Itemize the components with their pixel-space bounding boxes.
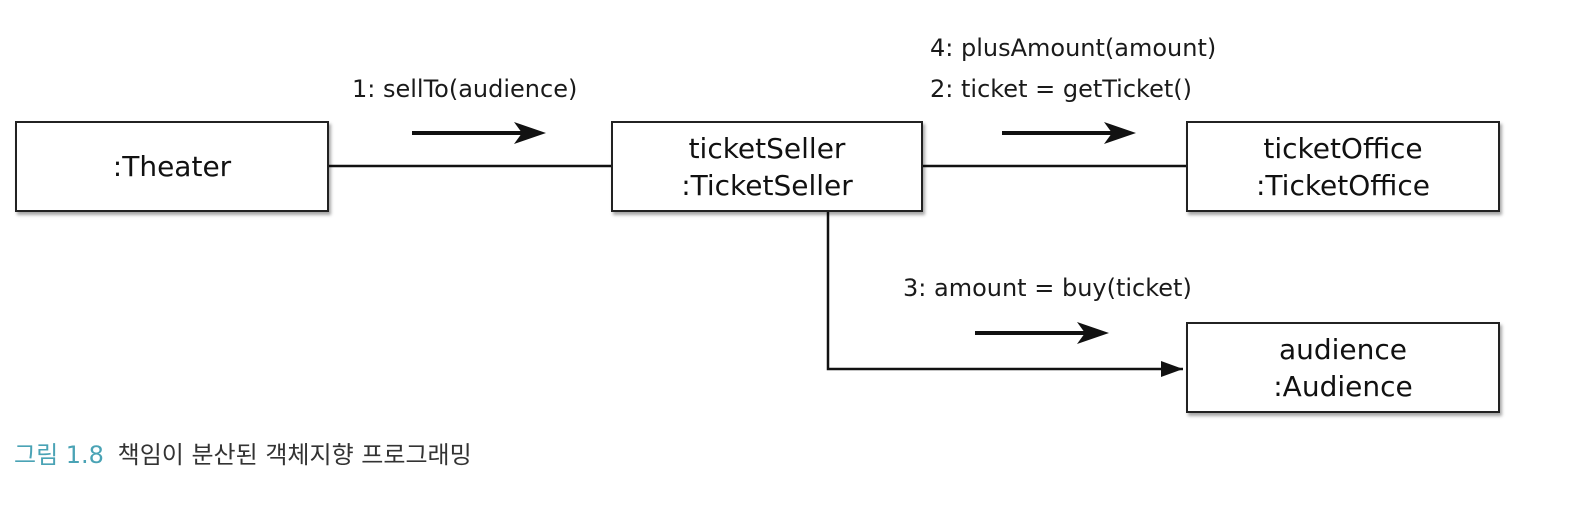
- figure-caption-label: 그림 1.8: [14, 441, 104, 469]
- object-theater: :Theater: [15, 121, 329, 212]
- object-theater-label: :Theater: [112, 150, 232, 183]
- message-arrow-sellto: [412, 122, 546, 144]
- link-ticketseller-audience: [826, 212, 1183, 371]
- link-audience-arrowhead: [1161, 361, 1183, 377]
- message-sellto-label: 1: sellTo(audience): [352, 75, 578, 103]
- message-arrow-buy: [975, 322, 1109, 344]
- figure-caption-text: 책임이 분산된 객체지향 프로그래밍: [117, 441, 472, 469]
- message-buy-label: 3: amount = buy(ticket): [903, 274, 1192, 302]
- figure-caption: 그림 1.8 책임이 분산된 객체지향 프로그래밍: [14, 440, 472, 470]
- object-audience-type: :Audience: [1273, 369, 1413, 403]
- object-ticketseller: ticketSeller :TicketSeller: [611, 121, 923, 212]
- object-ticketseller-name: ticketSeller: [688, 131, 846, 165]
- message-plusamount-label: 4: plusAmount(amount): [930, 34, 1217, 62]
- object-ticketoffice-name: ticketOffice: [1263, 131, 1423, 165]
- object-ticketoffice-type: :TicketOffice: [1255, 168, 1430, 202]
- message-getticket-label: 2: ticket = getTicket(): [930, 75, 1192, 103]
- object-ticketseller-type: :TicketSeller: [681, 168, 853, 202]
- object-audience-name: audience: [1278, 332, 1408, 366]
- object-ticketoffice: ticketOffice :TicketOffice: [1186, 121, 1500, 212]
- object-audience: audience :Audience: [1186, 322, 1500, 413]
- message-arrow-getticket: [1002, 122, 1136, 144]
